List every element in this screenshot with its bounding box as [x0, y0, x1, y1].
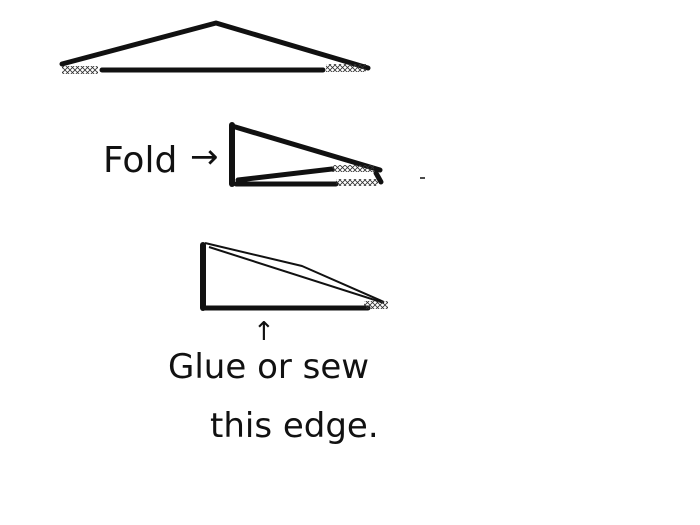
step-1-unfolded-shape [59, 20, 371, 74]
step-1-roof-line [59, 20, 371, 71]
step-3-folded-shape: ↑ Glue or sew this edge. [168, 242, 388, 446]
folded-top-line-outer [204, 242, 385, 303]
step-1-seam-allowance-left [62, 66, 98, 74]
step-2-fold: Fold → [103, 122, 425, 187]
fold-inner-flap-line [235, 166, 335, 183]
fold-top-line [229, 123, 383, 173]
fold-flap-tip [373, 170, 384, 185]
glue-arrow-icon: ↑ [253, 317, 275, 347]
folded-top-line-inner [208, 246, 385, 304]
fold-label: Fold [103, 140, 177, 181]
glue-caption-line-2: this edge. [210, 406, 379, 446]
fold-seam-allowance-bottom [336, 179, 378, 186]
fold-arrow-icon: → [190, 137, 219, 177]
folded-seam-allowance [364, 301, 388, 309]
step-1-seam-allowance-right [326, 64, 366, 72]
fold-seam-allowance-top [332, 165, 374, 172]
glue-caption-line-1: Glue or sew [168, 347, 369, 387]
